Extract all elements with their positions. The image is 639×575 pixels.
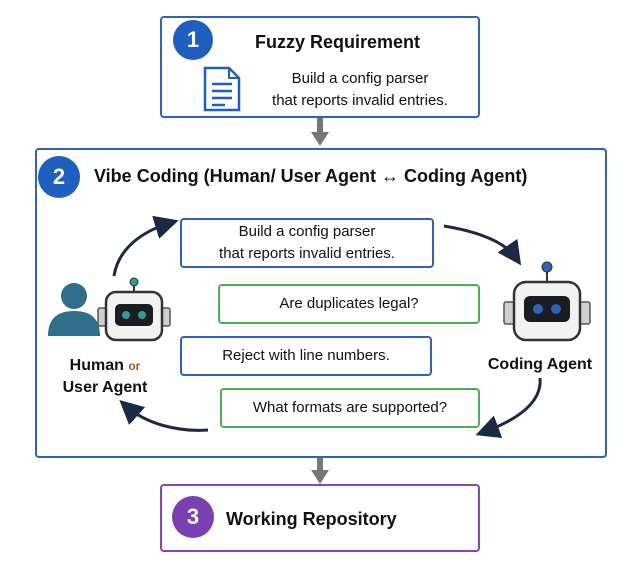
- step-1-number: 1: [173, 20, 213, 60]
- robot-icon-left: [97, 277, 171, 342]
- document-icon: [203, 66, 241, 112]
- left-actor-human: Human: [69, 357, 124, 374]
- step-1-text: Build a config parser that reports inval…: [244, 68, 476, 112]
- step-1-text-line-2: that reports invalid entries.: [272, 92, 448, 109]
- right-actor-label: Coding Agent: [487, 356, 593, 373]
- human-icon: [48, 283, 100, 336]
- gray-arrow-down: [311, 118, 329, 146]
- step-3-title: Working Repository: [226, 509, 397, 529]
- step-3-number: 3: [172, 496, 214, 538]
- step-1-text-line-1: Build a config parser: [291, 70, 429, 87]
- agent-message-1: Are duplicates legal?: [218, 284, 480, 324]
- robot-icon-right: [503, 261, 591, 342]
- step-2-title: Vibe Coding (Human/ User Agent ↔ Coding …: [94, 166, 528, 186]
- step-1-title: Fuzzy Requirement: [255, 32, 421, 52]
- user-message-1-line-2: that reports invalid entries.: [219, 245, 395, 262]
- step-2-number: 2: [38, 156, 80, 198]
- left-actor-or: or: [128, 359, 141, 373]
- cycle-arrow-bottom-left: [119, 399, 209, 432]
- left-actor-user-agent: User Agent: [62, 379, 148, 396]
- user-message-2: Reject with line numbers.: [180, 336, 432, 376]
- user-message-1: Build a config parser that reports inval…: [180, 218, 434, 268]
- cycle-arrow-top-right: [443, 224, 522, 266]
- agent-message-2: What formats are supported?: [220, 388, 480, 428]
- user-message-1-line-1: Build a config parser: [238, 223, 376, 240]
- left-actor-label: Human or User Agent: [40, 355, 170, 399]
- cycle-arrow-top-left: [112, 215, 179, 277]
- cycle-arrow-bottom-right: [475, 377, 542, 439]
- gray-arrow-down-2: [311, 458, 329, 484]
